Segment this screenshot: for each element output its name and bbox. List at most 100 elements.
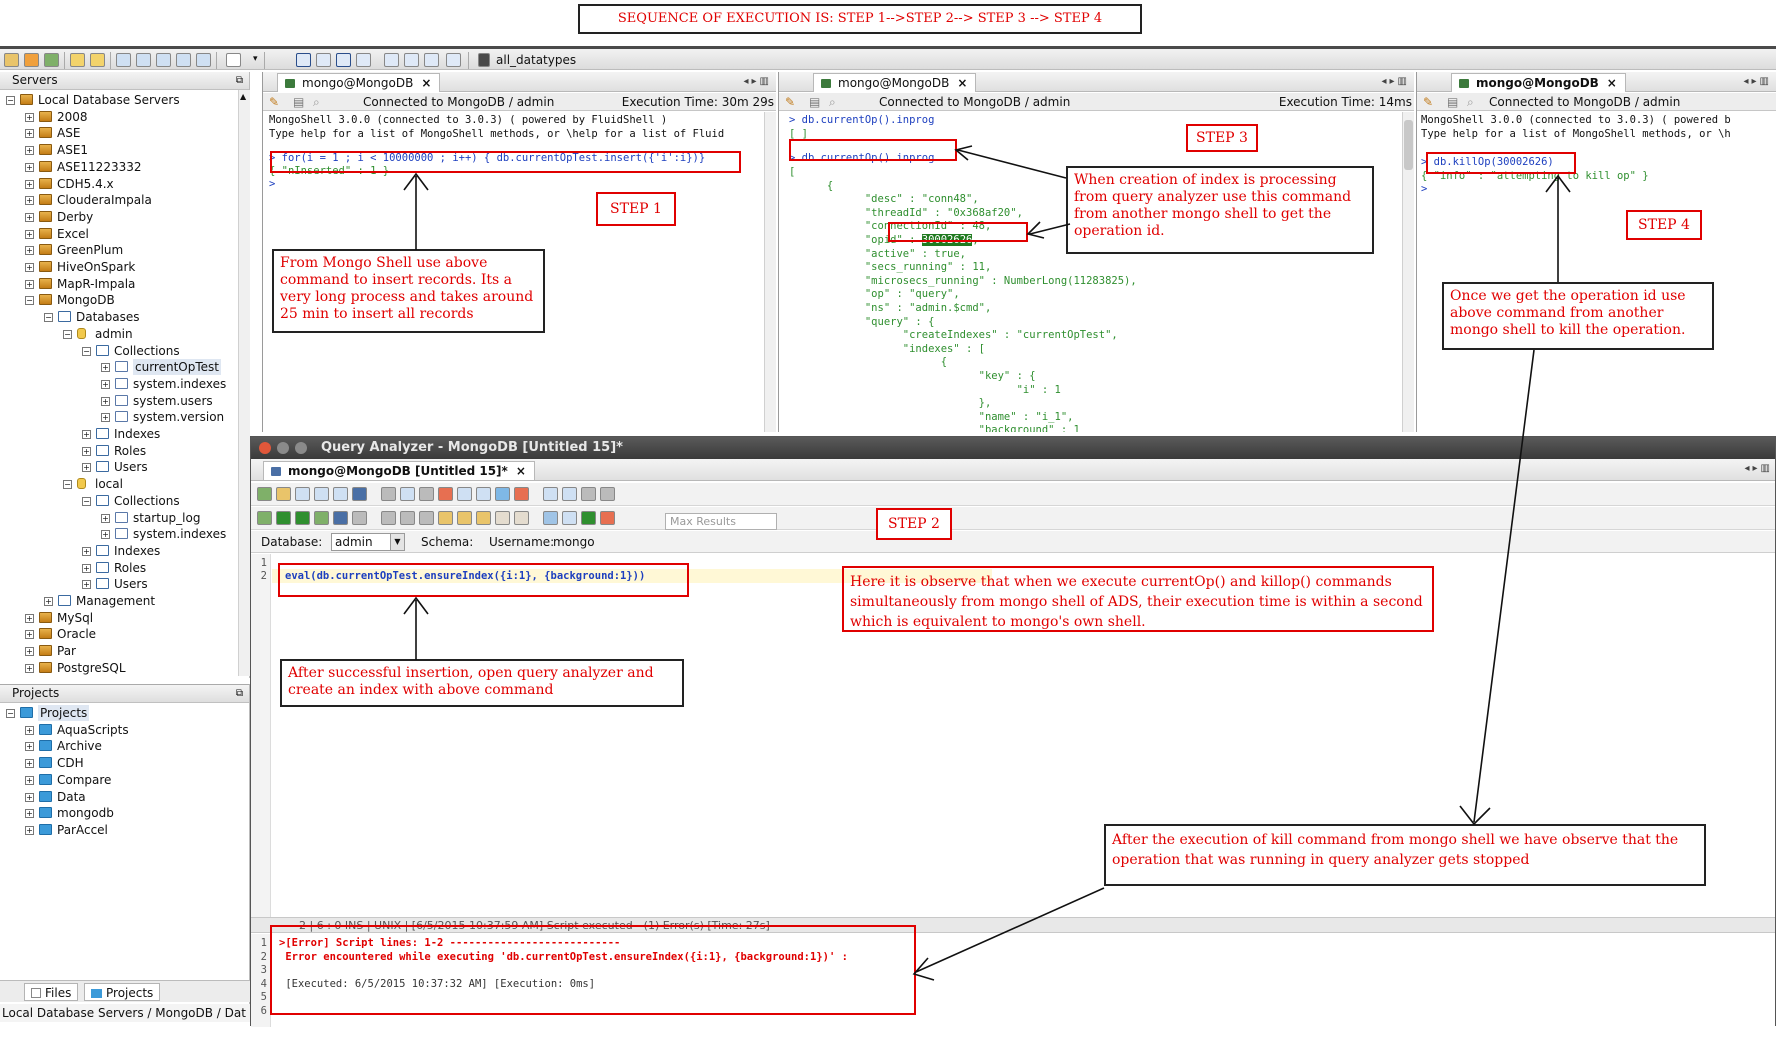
layout-7-icon[interactable] [424, 53, 439, 67]
restore-icon[interactable]: ⧉ [235, 688, 243, 699]
expand-icon[interactable]: + [82, 430, 91, 439]
cut-icon[interactable] [438, 487, 453, 501]
close-window-icon[interactable] [259, 442, 271, 454]
pin-icon[interactable]: ✎ [1423, 95, 1434, 109]
format-icon[interactable] [400, 487, 415, 501]
open-file-icon[interactable] [276, 487, 291, 501]
window-icon[interactable] [226, 53, 241, 67]
pin-icon[interactable]: ✎ [785, 95, 796, 109]
dropdown-arrow-icon[interactable]: ▾ [253, 54, 258, 64]
expand-icon[interactable]: + [101, 513, 110, 523]
project-item[interactable]: +ParAccel [0, 822, 248, 838]
expand-icon[interactable]: − [6, 709, 15, 718]
autocommit-icon[interactable] [438, 511, 453, 525]
clear-icon[interactable]: ⌕ [829, 95, 836, 109]
server-item[interactable]: +HiveOnSpark [0, 259, 238, 275]
expand-icon[interactable]: + [25, 212, 34, 222]
copy-icon[interactable]: ▤ [293, 95, 305, 109]
chart-icon[interactable] [156, 53, 171, 67]
database-select[interactable]: admin▼ [331, 533, 405, 551]
server-item[interactable]: +Derby [0, 209, 238, 225]
redo-icon[interactable] [514, 487, 529, 501]
layout-3-icon[interactable] [336, 53, 351, 67]
table-icon[interactable] [116, 53, 131, 67]
expand-icon[interactable]: + [101, 413, 110, 423]
save-as-icon[interactable] [314, 487, 329, 501]
shell-1-tab[interactable]: mongo@MongoDB× [277, 73, 441, 92]
expand-icon[interactable]: + [82, 463, 91, 473]
font-up-icon[interactable] [581, 487, 596, 501]
tab-nav-icon[interactable]: ◂▸▥ [1744, 463, 1773, 474]
run-script-icon[interactable] [314, 511, 329, 525]
restore-icon[interactable]: ⧉ [235, 75, 243, 86]
expand-icon[interactable]: + [25, 229, 34, 239]
server-item[interactable]: +ASE11223332 [0, 159, 238, 175]
expand-icon[interactable]: + [25, 742, 34, 752]
run-selection-icon[interactable] [295, 511, 310, 525]
clear-icon[interactable]: ⌕ [313, 95, 320, 109]
new-icon[interactable] [4, 53, 19, 67]
expand-icon[interactable]: + [25, 825, 34, 835]
stop-icon[interactable] [352, 511, 367, 525]
close-icon[interactable]: × [421, 76, 432, 90]
expand-icon[interactable]: − [63, 329, 72, 339]
history-icon[interactable] [381, 487, 396, 501]
shell-1-prompt[interactable]: > [269, 178, 282, 190]
layout-4-icon[interactable] [356, 53, 371, 67]
project-item[interactable]: +Data [0, 789, 248, 805]
expand-icon[interactable]: − [63, 480, 72, 490]
expand-icon[interactable]: + [25, 809, 34, 819]
results-file-icon[interactable] [419, 511, 434, 525]
expand-icon[interactable]: + [25, 112, 34, 122]
font-down-icon[interactable] [600, 487, 615, 501]
close-icon[interactable]: × [1606, 76, 1617, 90]
expand-icon[interactable]: + [25, 613, 34, 623]
expand-icon[interactable]: + [82, 580, 91, 590]
expand-icon[interactable]: + [25, 146, 34, 156]
collection-item[interactable]: +system.users [0, 393, 238, 409]
server-item[interactable]: +PostgreSQL [0, 660, 238, 676]
layout-2-icon[interactable] [316, 53, 331, 67]
project-item[interactable]: +Archive [0, 738, 248, 754]
expand-icon[interactable]: + [101, 530, 110, 540]
expand-icon[interactable]: + [101, 379, 110, 389]
server-item[interactable]: +MapR-Impala [0, 276, 238, 292]
shell-2-line[interactable]: > db.currentOp().inprog [789, 114, 935, 126]
shell-2-currentop-command[interactable]: > db.currentOp().inprog [789, 152, 935, 164]
project-item[interactable]: +mongodb [0, 805, 248, 821]
shell-3-prompt[interactable]: > [1421, 183, 1434, 195]
grid-icon[interactable] [136, 53, 151, 67]
wizard-icon[interactable] [70, 53, 85, 67]
collection-item[interactable]: +currentOpTest [0, 359, 238, 376]
users-node[interactable]: +Users [0, 576, 238, 592]
expand-icon[interactable]: + [101, 396, 110, 406]
expand-icon[interactable]: − [82, 496, 91, 506]
expand-icon[interactable]: + [25, 179, 34, 189]
server-item[interactable]: −MongoDB [0, 292, 238, 308]
close-icon[interactable]: × [957, 76, 968, 90]
clear-icon[interactable]: ⌕ [1467, 95, 1474, 109]
compare-icon[interactable] [176, 53, 191, 67]
connection-label[interactable]: all_datatypes [496, 53, 577, 67]
users-node[interactable]: +Users [0, 459, 238, 475]
server-item[interactable]: +ASE [0, 125, 238, 141]
expand-icon[interactable]: + [25, 246, 34, 256]
edit-icon[interactable] [90, 53, 105, 67]
databases-node[interactable]: −Databases [0, 309, 238, 325]
server-item[interactable]: +ASE1 [0, 142, 238, 158]
shell-3-tab[interactable]: mongo@MongoDB× [1451, 73, 1626, 92]
expand-icon[interactable]: + [25, 630, 34, 640]
copy-icon[interactable]: ▤ [1447, 95, 1459, 109]
expand-icon[interactable]: + [25, 196, 34, 206]
shell-2-scrollbar[interactable] [1402, 112, 1414, 432]
rollback-icon[interactable] [476, 511, 491, 525]
tab-nav-icon[interactable]: ◂▸▥ [1743, 76, 1772, 87]
execute-icon[interactable] [257, 511, 272, 525]
replace-icon[interactable] [562, 487, 577, 501]
project-item[interactable]: +Compare [0, 772, 248, 788]
shell-2-tab[interactable]: mongo@MongoDB× [813, 73, 977, 92]
indexes-node[interactable]: +Indexes [0, 543, 238, 559]
expand-icon[interactable]: + [82, 446, 91, 456]
chevron-down-icon[interactable]: ▼ [390, 534, 404, 550]
server-item[interactable]: +Excel [0, 226, 238, 242]
